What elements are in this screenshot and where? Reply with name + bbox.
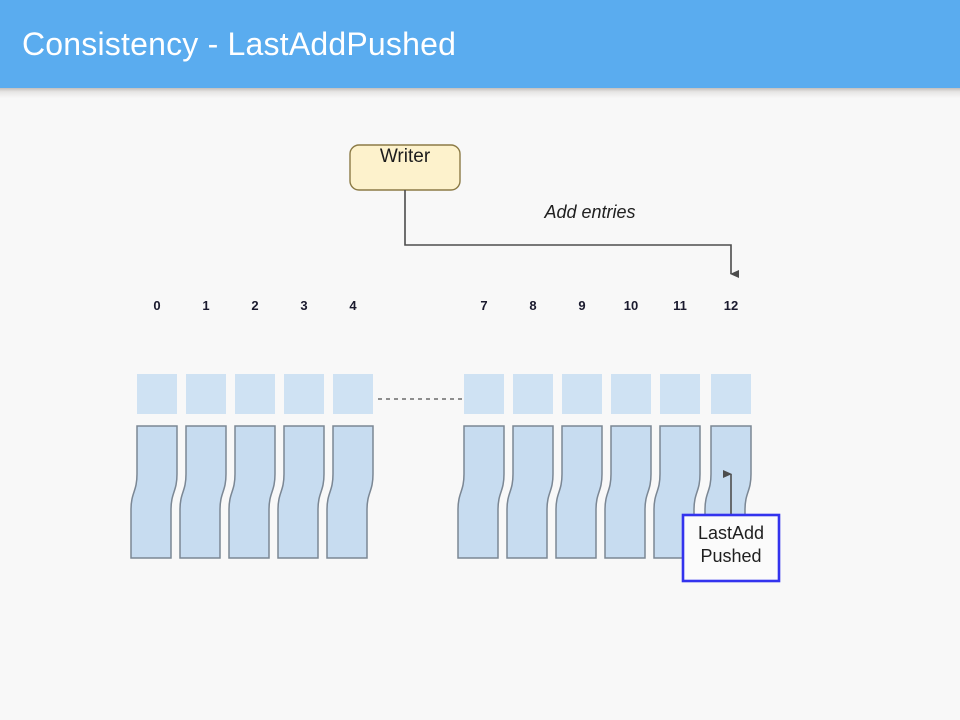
entry-index-label: 12 [723,298,739,313]
entry-index-label: 3 [300,298,308,313]
slide-header: Consistency - LastAddPushed [0,0,960,88]
add-entries-connector [404,190,739,278]
entry-index-label: 0 [153,298,161,313]
last-add-pushed-label: LastAdd Pushed [683,522,779,568]
entry-shape [604,425,652,559]
last-add-pushed-box[interactable] [681,513,781,583]
entry-shape [326,425,374,559]
entry-shape [179,425,227,559]
entry-index-label: 9 [578,298,586,313]
entry-index-box [660,374,700,414]
last-add-pushed-line1: LastAdd [697,523,765,543]
entry-index-box [333,374,373,414]
header-shadow-divider [0,88,960,98]
entry-index-box [186,374,226,414]
entry-index-box [284,374,324,414]
ledger-diagram [130,144,781,583]
add-entries-label: Add entries [544,202,636,222]
entry-shape [130,425,178,559]
entry-index-box [711,374,751,414]
last-add-pushed-line2: Pushed [700,546,762,566]
entry-shape [277,425,325,559]
entry-index-box [562,374,602,414]
writer-label: Writer [379,146,431,167]
page-title: Consistency - LastAddPushed [22,26,457,62]
entry-index-label: 2 [251,298,259,313]
entry-index-box [464,374,504,414]
entry-index-label: 11 [673,298,687,313]
diagram-canvas: Writer Add entries LastAdd Pushed 0 1 2 … [0,88,960,720]
entry-index-box [137,374,177,414]
entry-index-box [611,374,651,414]
entry-index-label: 4 [349,298,357,313]
entry-index-label: 8 [529,298,537,313]
entry-index-label: 7 [480,298,488,313]
entry-shape [506,425,554,559]
entry-index-label: 1 [202,298,210,313]
entry-index-box [513,374,553,414]
entry-index-label: 10 [623,298,639,313]
entry-shape [555,425,603,559]
entry-shape [457,425,505,559]
entry-index-box [235,374,275,414]
entry-shape [228,425,276,559]
